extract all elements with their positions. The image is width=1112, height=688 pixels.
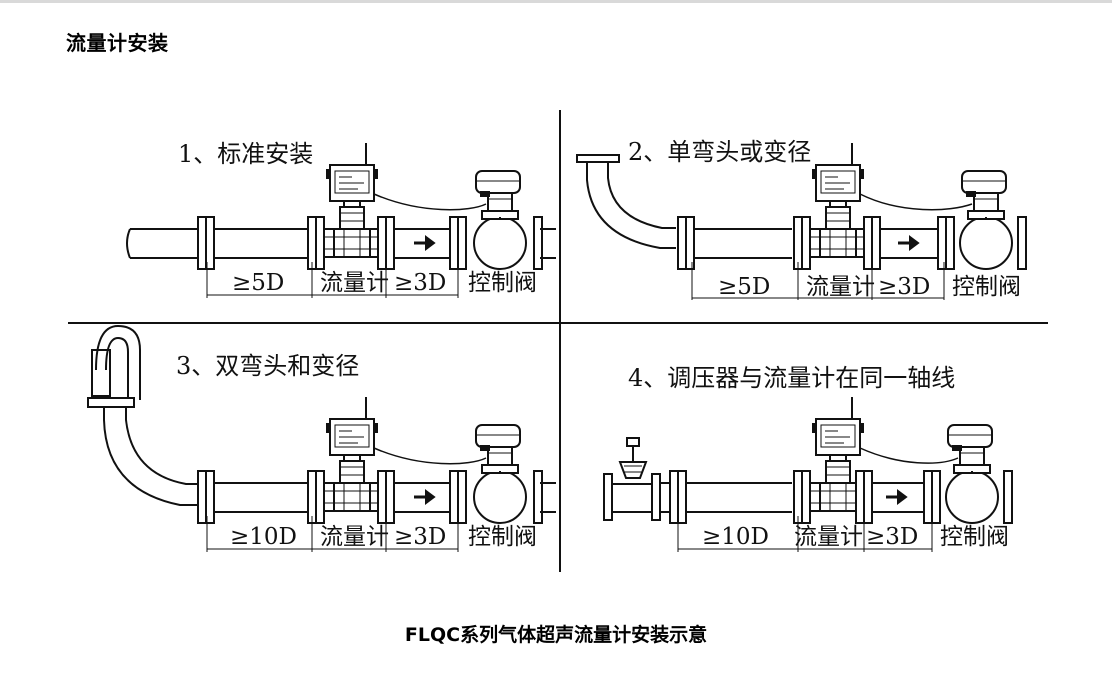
panel-4-valve-label: 控制阀 xyxy=(940,524,1009,550)
panel-1-downstream-label: ≥3D xyxy=(394,270,446,296)
panel-1-upstream-label: ≥5D xyxy=(232,270,284,296)
panel-2-heading: 2、单弯头或变径 xyxy=(628,138,811,166)
panel-3-heading: 3、双弯头和变径 xyxy=(176,352,359,380)
control-valve-icon xyxy=(959,170,1013,270)
panel-2-meter-label: 流量计 xyxy=(806,274,875,300)
panel-3-upstream-label: ≥10D xyxy=(230,524,297,550)
panel-4-meter-label: 流量计 xyxy=(794,524,863,550)
panel-1: 1、标准安装 ≥5D 流量计 ≥3D 控制阀 xyxy=(126,140,556,298)
page-title: 流量计安装 xyxy=(66,31,169,55)
panel-4: 4、调压器与流量计在同一轴线 ≥10D 流量计 ≥3D 控制阀 xyxy=(603,364,1013,552)
control-valve-icon xyxy=(473,170,527,270)
top-border xyxy=(0,0,1112,3)
figure-caption: FLQC系列气体超声流量计安装示意 xyxy=(404,624,708,646)
panel-2-valve-label: 控制阀 xyxy=(952,274,1021,300)
panel-3-downstream-label: ≥3D xyxy=(394,524,446,550)
flowmeter-icon xyxy=(323,396,381,512)
panel-2-upstream-label: ≥5D xyxy=(718,274,770,300)
panel-2-downstream-label: ≥3D xyxy=(878,274,930,300)
panel-4-heading: 4、调压器与流量计在同一轴线 xyxy=(628,364,955,392)
panel-3-valve-label: 控制阀 xyxy=(468,524,537,550)
control-valve-icon xyxy=(473,424,527,524)
panel-1-valve-label: 控制阀 xyxy=(468,270,537,296)
panel-2: 2、单弯头或变径 ≥5D 流量计 ≥3D 控制阀 xyxy=(576,138,1027,300)
panel-3: 3、双弯头和变径 ≥10D 流量计 ≥3D 控制阀 xyxy=(87,324,556,552)
panel-4-upstream-label: ≥10D xyxy=(702,524,769,550)
panel-4-downstream-label: ≥3D xyxy=(866,524,918,550)
panel-3-meter-label: 流量计 xyxy=(320,524,389,550)
flowmeter-icon xyxy=(809,142,867,258)
panel-1-meter-label: 流量计 xyxy=(320,270,389,296)
control-valve-icon xyxy=(945,424,999,524)
panel-1-heading: 1、标准安装 xyxy=(178,140,313,168)
flowmeter-icon xyxy=(323,142,381,258)
